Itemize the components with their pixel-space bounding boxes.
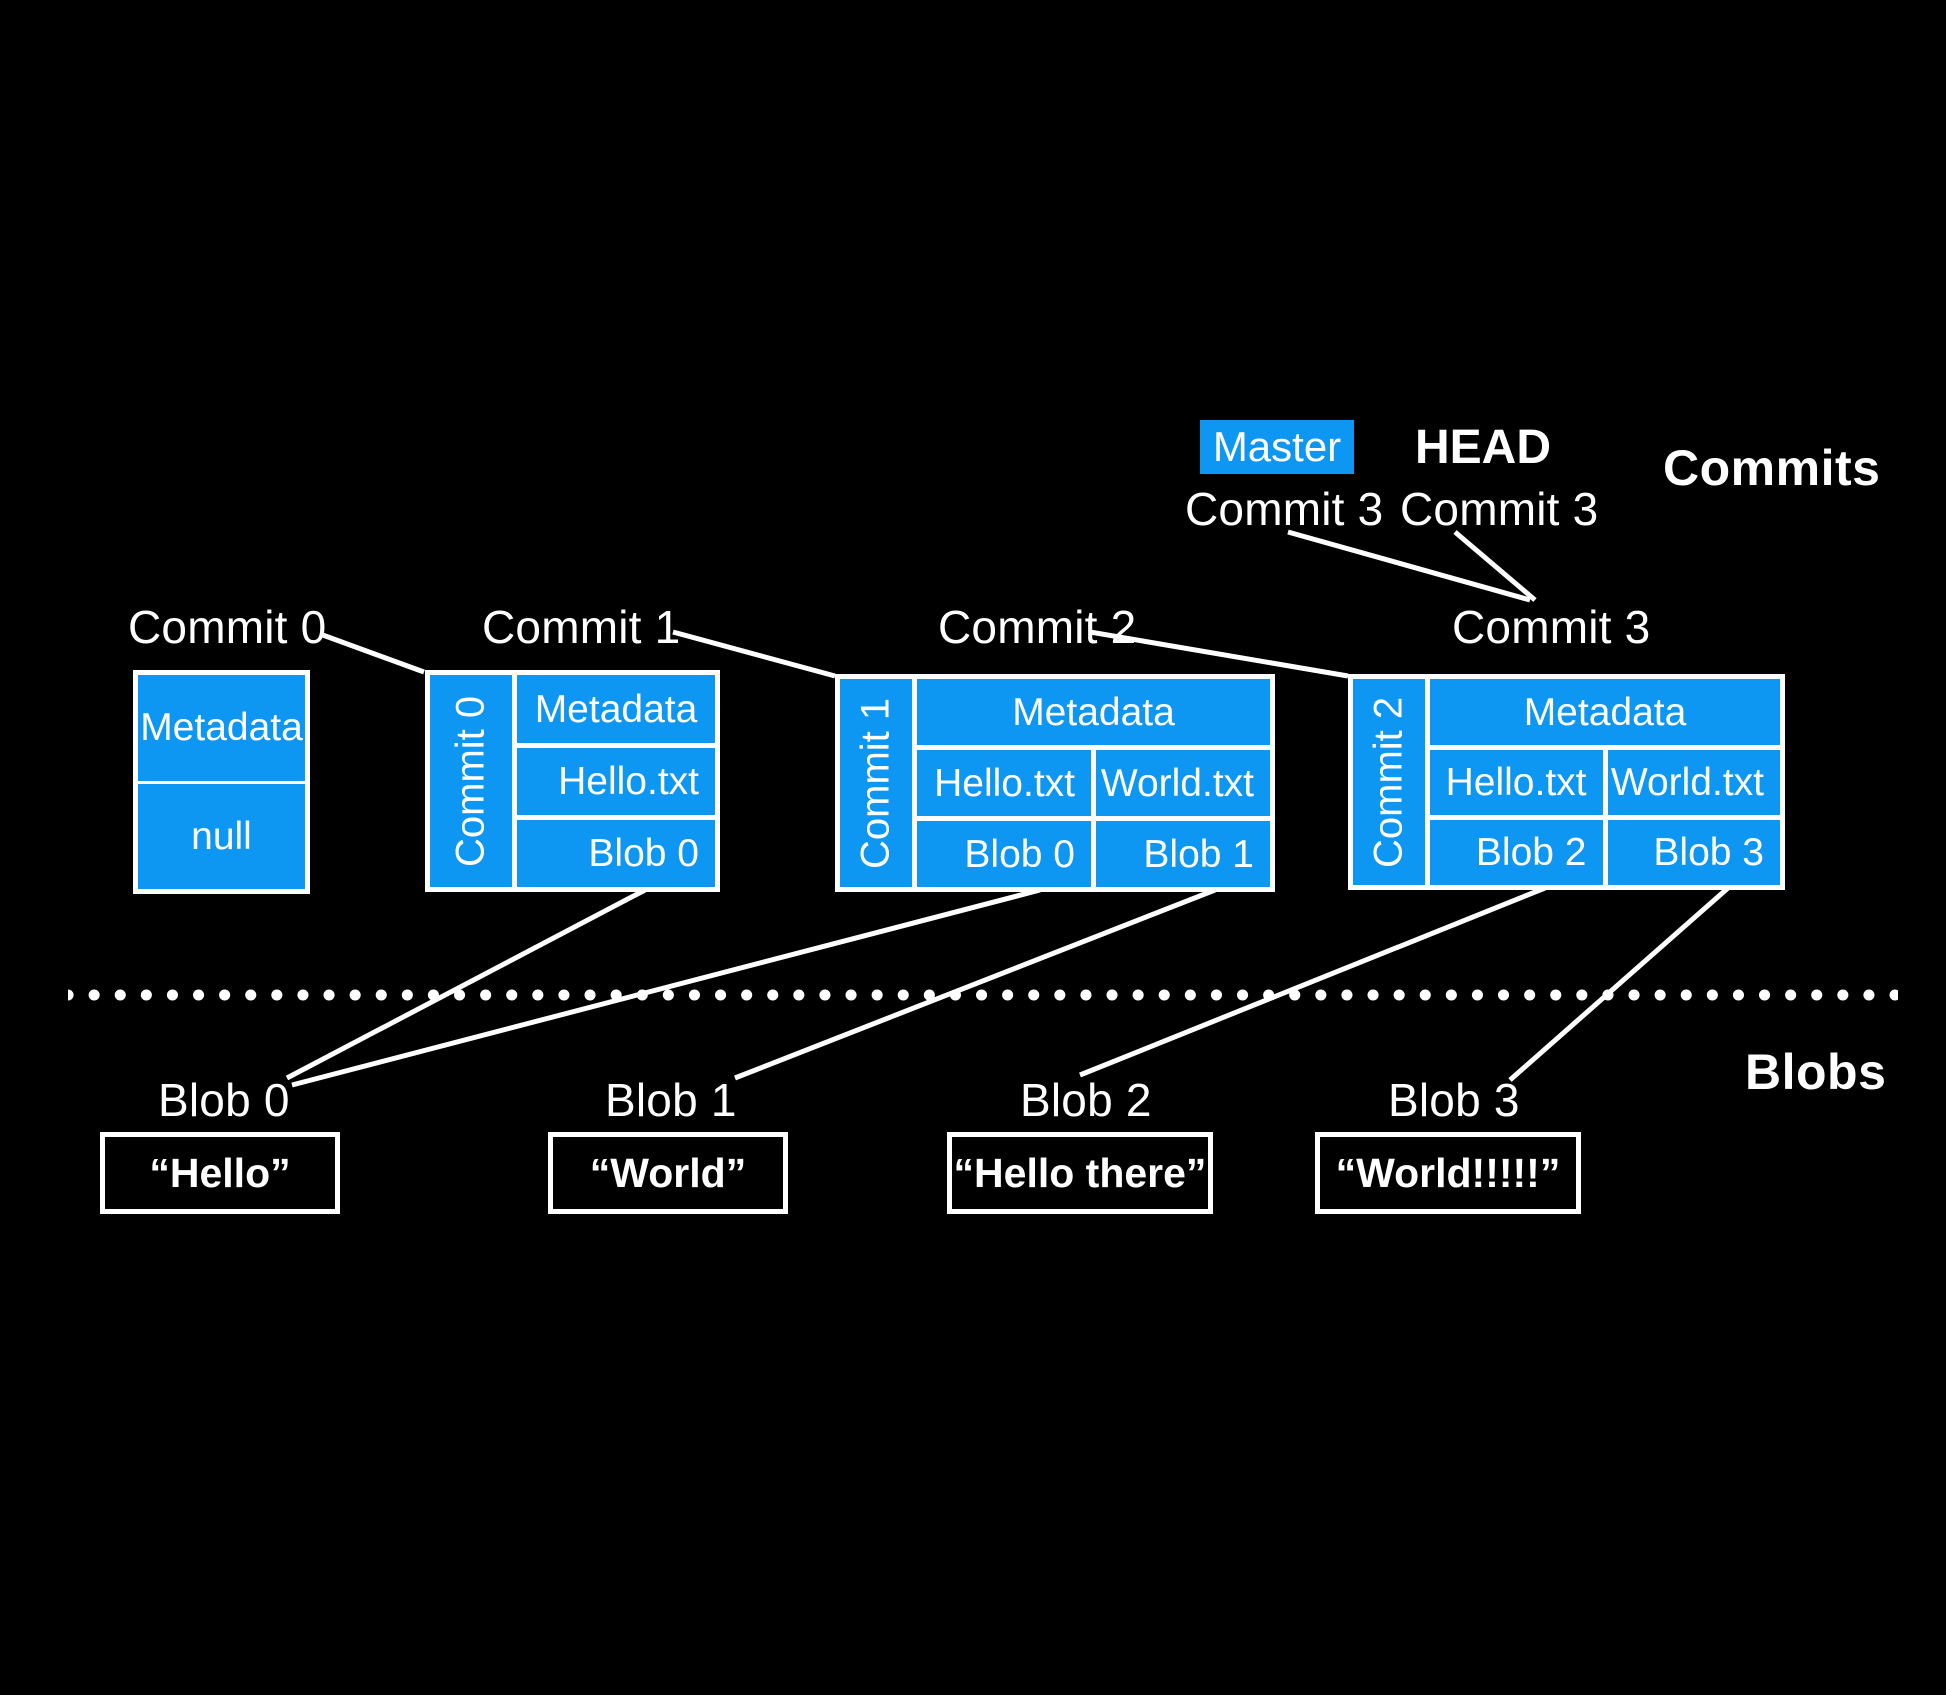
commit-1-file-cell-0: Hello.txt	[517, 748, 715, 815]
divider-dots	[62, 989, 1904, 1001]
commit-3-parent-rail: Commit 2	[1353, 679, 1425, 885]
commit-2-blob-cell-1: Blob 1	[1096, 821, 1270, 887]
commit-3-blob-row: Blob 2 Blob 3	[1430, 820, 1780, 885]
blob-caption-2: Blob 2	[1020, 1074, 1152, 1126]
wire-head-to-commit3	[1453, 530, 1537, 602]
commit-2-blob-cell-0: Blob 0	[917, 821, 1091, 887]
commit-caption-3: Commit 3	[1452, 601, 1651, 653]
commit-2-parent-rail: Commit 1	[840, 679, 912, 887]
commit-node-0-body: Metadata null	[138, 675, 305, 889]
commit-caption-2: Commit 2	[938, 601, 1137, 653]
wire-c2-blob1	[734, 887, 1216, 1081]
commit-node-2[interactable]: Commit 1 Metadata Hello.txt World.txt Bl…	[835, 674, 1275, 892]
commit-3-file-cell-1: World.txt	[1607, 750, 1780, 815]
commit-0-parent-null-cell: null	[138, 783, 305, 889]
blob-caption-3: Blob 3	[1388, 1074, 1520, 1126]
blobs-section-heading: Blobs	[1745, 1044, 1887, 1100]
commit-node-2-body: Metadata Hello.txt World.txt Blob 0 Blob…	[917, 679, 1270, 887]
commit-1-parent-rail: Commit 0	[430, 675, 512, 887]
commit-2-metadata-cell: Metadata	[917, 679, 1270, 745]
head-ref-badge: HEAD	[1415, 421, 1552, 474]
blob-caption-1: Blob 1	[605, 1074, 737, 1126]
commit-2-blob-row: Blob 0 Blob 1	[917, 821, 1270, 887]
commit-caption-0: Commit 0	[128, 601, 327, 653]
commit-3-file-row: Hello.txt World.txt	[1430, 750, 1780, 815]
commit-node-1-body: Metadata Hello.txt Blob 0	[517, 675, 715, 887]
commit-0-metadata-cell: Metadata	[138, 675, 305, 781]
commit-node-3[interactable]: Commit 2 Metadata Hello.txt World.txt Bl…	[1348, 674, 1785, 890]
commit-node-1[interactable]: Commit 0 Metadata Hello.txt Blob 0	[425, 670, 720, 892]
commit-3-file-cell-0: Hello.txt	[1430, 750, 1603, 815]
commits-blobs-divider	[62, 988, 1904, 1001]
commit-caption-1: Commit 1	[482, 601, 681, 653]
commit-node-3-body: Metadata Hello.txt World.txt Blob 2 Blob…	[1430, 679, 1780, 885]
master-ref-target: Commit 3	[1185, 483, 1384, 535]
commit-1-metadata-cell: Metadata	[517, 675, 715, 743]
blob-box-2[interactable]: “Hello there”	[947, 1132, 1213, 1214]
commit-2-file-cell-0: Hello.txt	[917, 750, 1091, 816]
wire-c3-blob2	[1079, 885, 1546, 1078]
wire-c3-blob3	[1508, 886, 1730, 1082]
commit-node-0[interactable]: Metadata null	[133, 670, 310, 894]
head-ref-target: Commit 3	[1400, 483, 1599, 535]
blob-caption-0: Blob 0	[158, 1074, 290, 1126]
commit-3-blob-cell-0: Blob 2	[1430, 820, 1603, 885]
blob-box-0[interactable]: “Hello”	[100, 1132, 340, 1214]
wire-label-commit0	[319, 631, 425, 675]
master-ref-badge[interactable]: Master	[1200, 420, 1354, 474]
blob-box-3[interactable]: “World!!!!!”	[1315, 1132, 1581, 1214]
commit-2-file-cell-1: World.txt	[1096, 750, 1270, 816]
commit-3-metadata-cell: Metadata	[1430, 679, 1780, 745]
commit-3-blob-cell-1: Blob 3	[1607, 820, 1780, 885]
wire-c1-blob0	[285, 887, 647, 1081]
blob-box-1[interactable]: “World”	[548, 1132, 788, 1214]
commit-1-blob-cell-0: Blob 0	[517, 820, 715, 887]
commits-section-heading: Commits	[1663, 440, 1881, 496]
commit-2-file-row: Hello.txt World.txt	[917, 750, 1270, 816]
wire-master-to-commit3	[1287, 529, 1531, 603]
